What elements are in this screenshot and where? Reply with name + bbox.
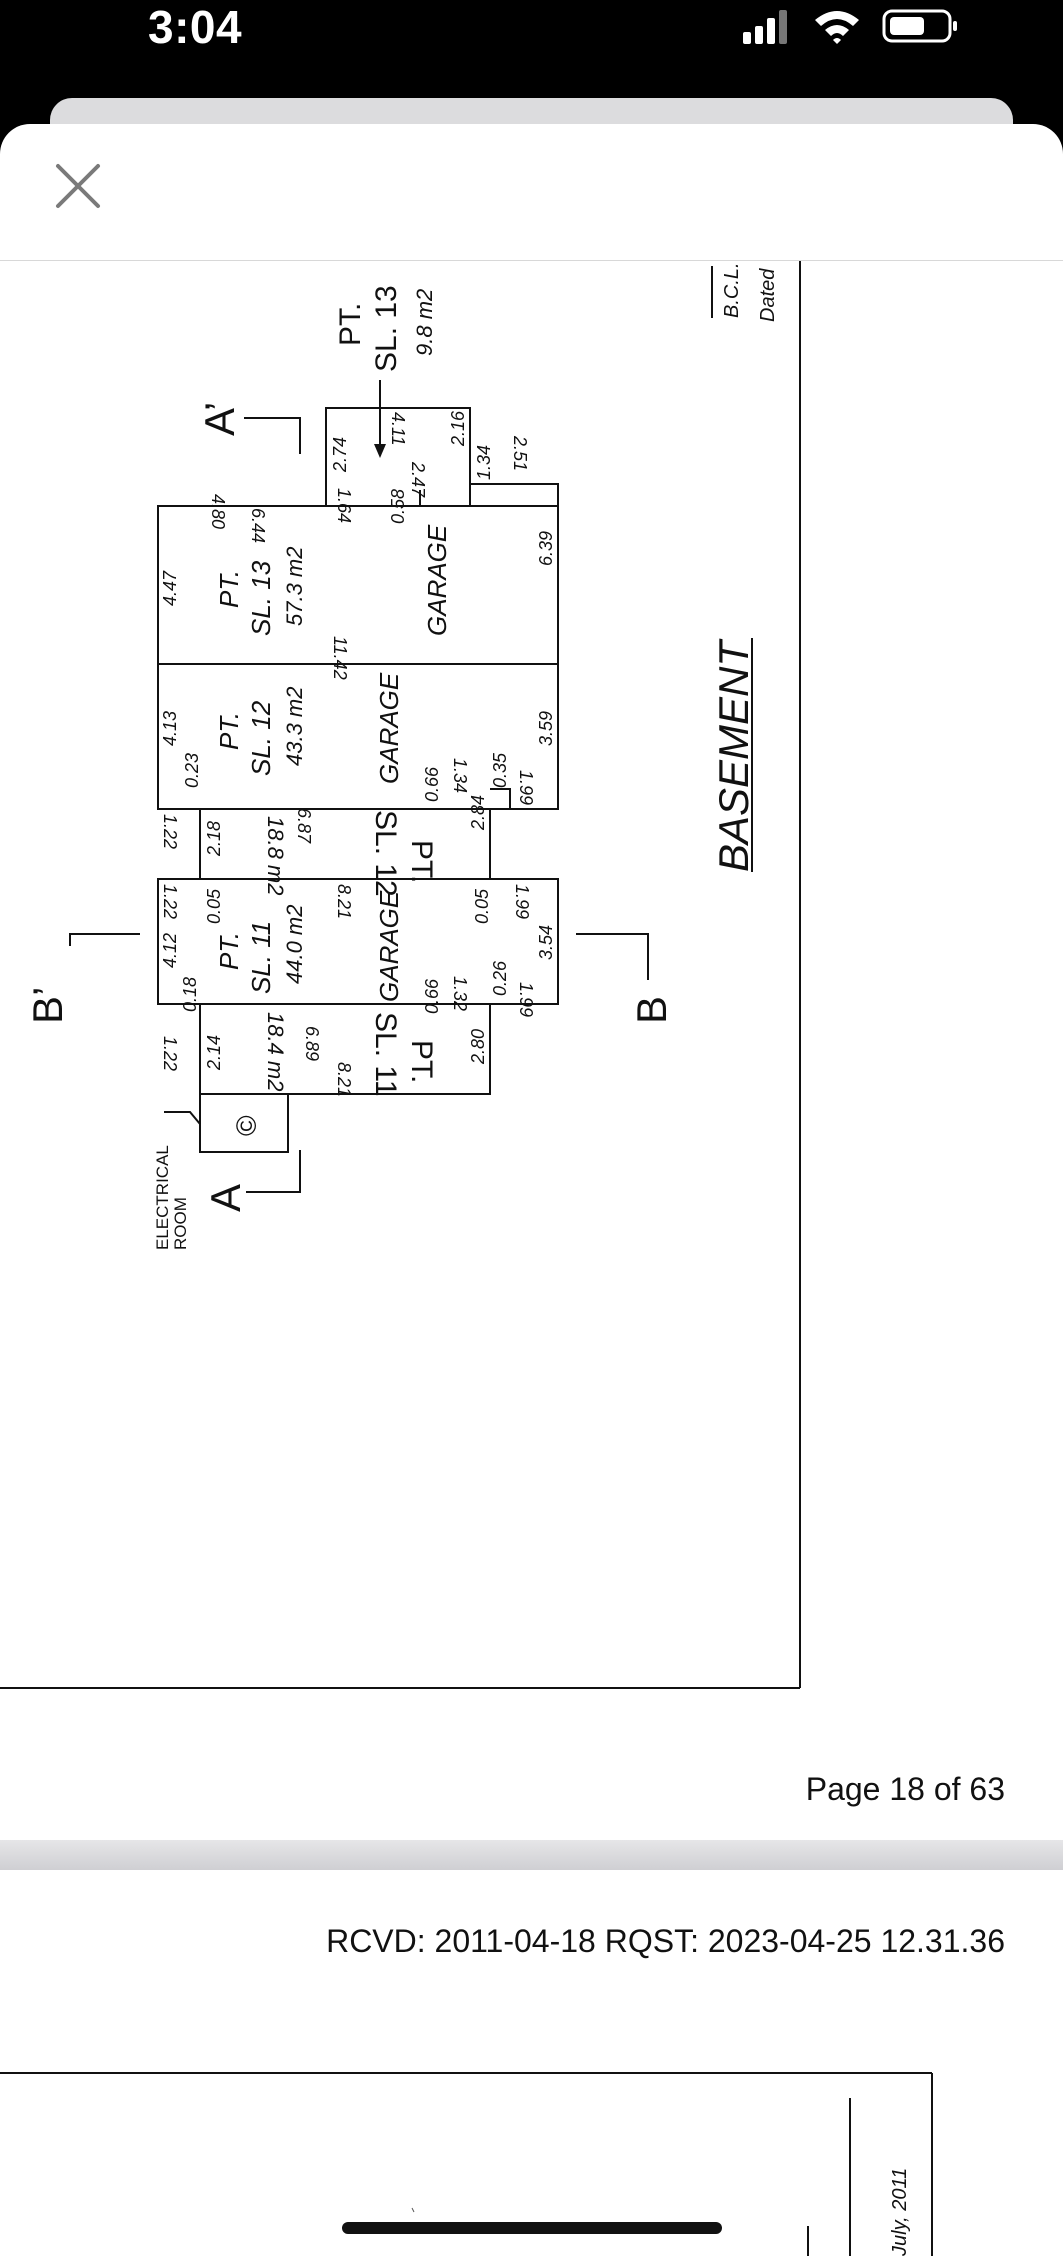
next-page-drawing: July, 2011 — [0, 2072, 933, 2256]
dim: 2.47 — [408, 461, 428, 498]
next-page-date-fragment: July, 2011 — [889, 2168, 911, 2256]
dim: 1.32 — [450, 976, 470, 1011]
dim: 1.22 — [160, 814, 180, 849]
small-lot-13-area: 9.8 m2 — [412, 289, 437, 356]
lot-12-sl: SL. 12 — [246, 700, 276, 776]
dim: 1.34 — [474, 445, 494, 480]
lot-13-area: 57.3 m2 — [282, 547, 307, 627]
small-lot-12-area: 18.8 m2 — [263, 816, 288, 896]
dim: 0.35 — [490, 752, 510, 788]
electrical-room-label-1: ELECTRICAL — [153, 1145, 172, 1250]
dim: 1.99 — [516, 770, 536, 805]
dim: 0.66 — [422, 978, 442, 1014]
dim: 4.80 — [208, 494, 228, 529]
small-lot-13-pt: PT. — [334, 303, 367, 346]
title-block-dated: Dated — [757, 268, 779, 322]
dim: 2.51 — [510, 435, 530, 471]
section-marker-a: A — [202, 1184, 249, 1212]
dim: 6.87 — [294, 808, 314, 844]
section-marker-a-prime: A’ — [196, 402, 243, 436]
status-time: 3:04 — [148, 1, 243, 53]
lot-13-pt: PT. — [214, 570, 244, 608]
dim: 0.58 — [388, 489, 408, 524]
dim: 4.47 — [160, 570, 180, 606]
dim: 1.34 — [450, 758, 470, 793]
wifi-icon — [815, 11, 859, 44]
lot-11-use: GARAGE — [374, 890, 404, 1002]
dim: 1.22 — [160, 1036, 180, 1071]
dim: 0.23 — [182, 753, 202, 788]
dim: 0.26 — [490, 960, 510, 996]
cellular-signal-icon — [743, 10, 787, 44]
received-header: RCVD: 2011-04-18 RQST: 2023-04-25 12.31.… — [326, 1923, 1005, 1959]
dim: 11.42 — [330, 636, 350, 680]
dim: 8.21 — [334, 884, 354, 919]
dim: 2.84 — [468, 795, 488, 831]
page-indicator: Page 18 of 63 — [805, 1771, 1005, 1807]
lot-12-pt: PT. — [214, 712, 244, 750]
section-marker-b: B — [628, 996, 675, 1024]
lot-11-sl: SL. 11 — [246, 921, 276, 994]
battery-icon — [882, 9, 957, 43]
dim: 1.64 — [334, 488, 354, 523]
dim: 2.14 — [204, 1035, 224, 1071]
section-marker-b-prime: B’ — [24, 987, 71, 1024]
dim: 2.80 — [468, 1029, 488, 1065]
small-lot-12-sl: SL. 12 — [369, 810, 402, 897]
home-indicator[interactable] — [342, 2222, 722, 2234]
title-block-bcl: B.C.L. — [721, 262, 743, 318]
dim: 6.44 — [248, 508, 268, 543]
dim: 2.18 — [204, 821, 224, 857]
dim: 4.13 — [160, 711, 180, 746]
small-lot-13-sl: SL. 13 — [370, 285, 403, 372]
status-icons — [743, 9, 957, 44]
dim: 3.54 — [536, 925, 556, 960]
floor-plan: B.C.L. Dated BASEMENT © ELECTRICAL ROOM … — [0, 261, 801, 1689]
dim: 1.99 — [516, 982, 536, 1017]
dim: 3.59 — [536, 711, 556, 746]
basement-label: BASEMENT — [710, 638, 757, 872]
small-lot-11-sl: SL. 11 — [369, 1012, 402, 1097]
lot-12-area: 43.3 m2 — [282, 687, 307, 767]
pdf-page — [0, 261, 1063, 1841]
next-pdf-page: July, 2011 — [0, 1870, 1063, 2256]
header-divider — [0, 260, 1063, 261]
dim: 1.22 — [160, 884, 180, 919]
dim: 4.11 — [388, 412, 408, 446]
dim: 6.89 — [302, 1026, 322, 1061]
small-lot-11-area: 18.4 m2 — [263, 1012, 288, 1092]
dim: 2.16 — [448, 410, 468, 447]
page-separator — [0, 1840, 1063, 1870]
small-lot-12-pt: PT. — [405, 840, 438, 883]
dim: 0.05 — [204, 888, 224, 924]
dim: 1.99 — [512, 884, 532, 919]
dim: 0.05 — [472, 888, 492, 924]
lot-11-pt: PT. — [214, 932, 244, 970]
close-icon[interactable] — [52, 160, 104, 212]
dim: 0.18 — [180, 977, 200, 1012]
lot-13-sl: SL. 13 — [246, 560, 276, 636]
dim: 4.12 — [160, 933, 180, 968]
lot-11-area: 44.0 m2 — [282, 905, 307, 985]
dim: 2.74 — [330, 437, 350, 473]
electrical-symbol: © — [231, 1115, 262, 1136]
lot-13-use: GARAGE — [422, 524, 452, 636]
dim: 0.66 — [422, 766, 442, 802]
lot-12-use: GARAGE — [374, 672, 404, 784]
electrical-room-label-2: ROOM — [171, 1197, 190, 1250]
dim: 6.39 — [536, 531, 556, 566]
dim: 8.21 — [334, 1062, 354, 1097]
small-lot-11-pt: PT. — [405, 1040, 438, 1083]
